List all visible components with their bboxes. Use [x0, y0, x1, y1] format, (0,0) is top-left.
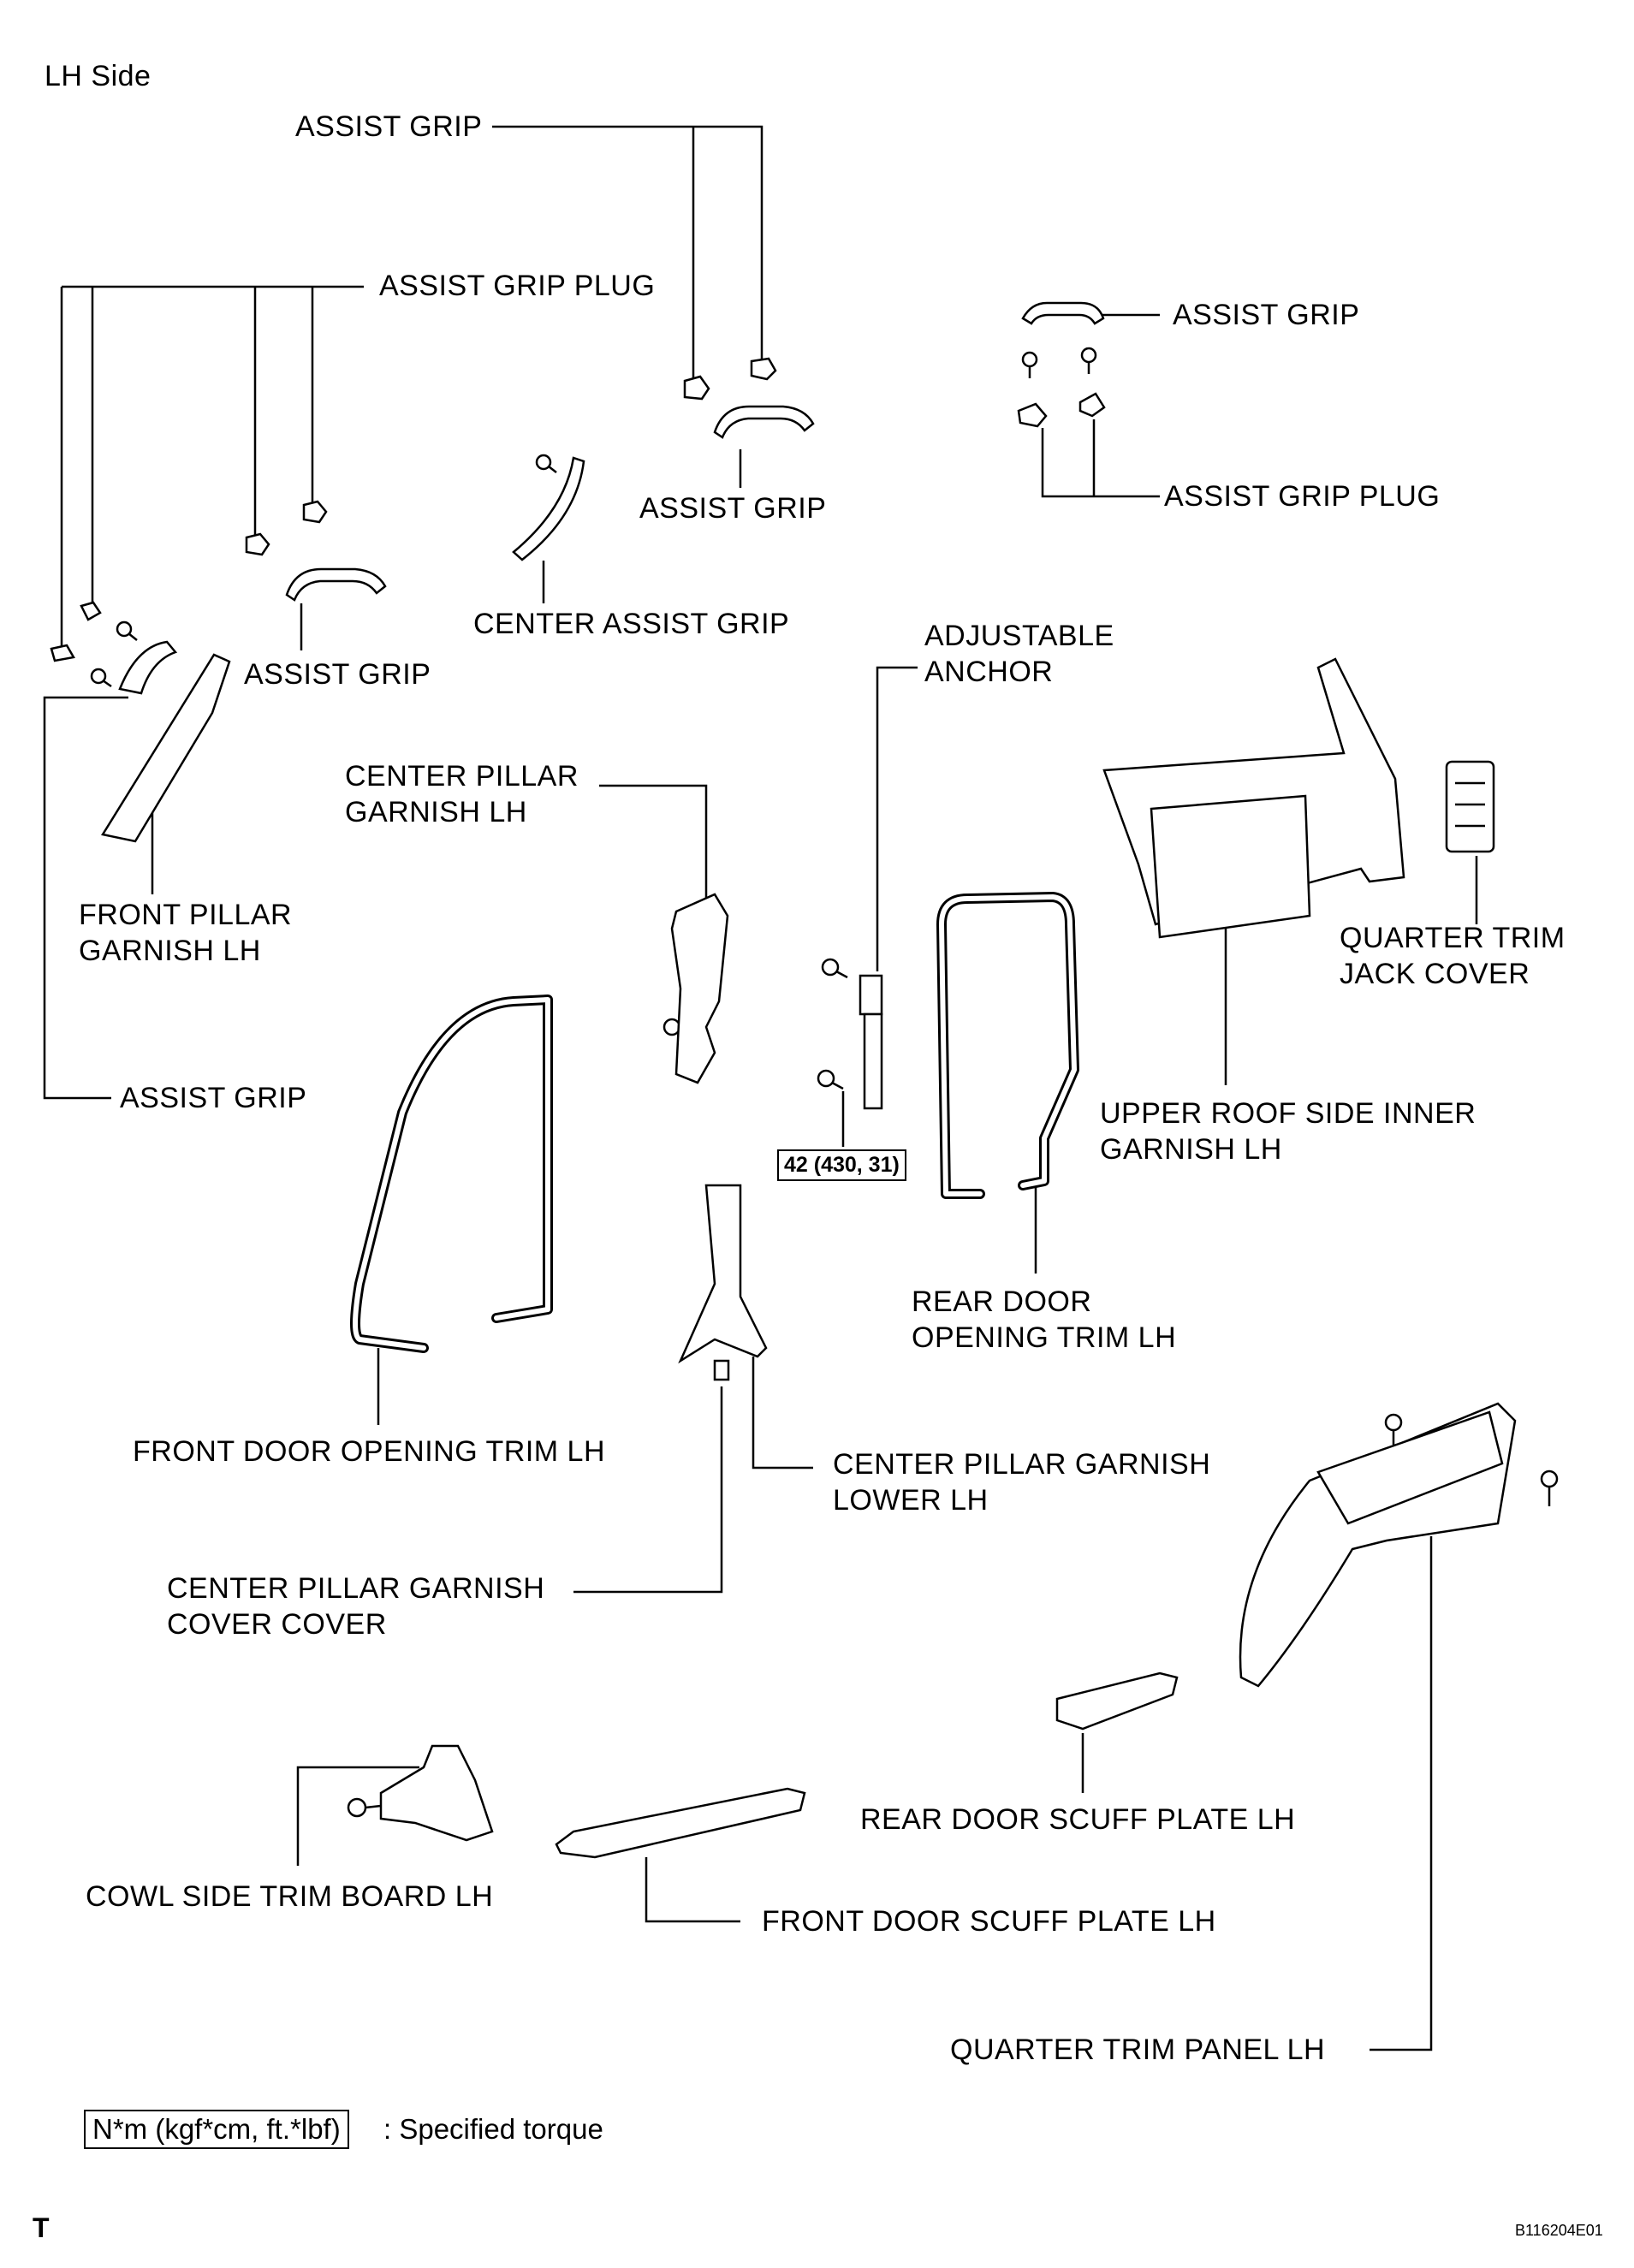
front-door-opening-trim-shape [350, 994, 553, 1353]
adjustable-anchor-shape [859, 974, 883, 1110]
upper-roof-side-inner-garnish-shape [1102, 657, 1405, 939]
label-assist-grip-left: ASSIST GRIP [244, 658, 431, 691]
label-assist-grip-right: ASSIST GRIP [1173, 299, 1360, 331]
label-quarter-trim-panel: QUARTER TRIM PANEL LH [950, 2033, 1326, 2066]
label-front-door-scuff-plate: FRONT DOOR SCUFF PLATE LH [762, 1905, 1216, 1938]
label-assist-grip-plug-top: ASSIST GRIP PLUG [379, 270, 656, 302]
label-quarter-trim-jack-cover-2: JACK COVER [1340, 958, 1530, 990]
assist-grip-shapes [118, 301, 1105, 695]
cowl-side-trim-board-shape [379, 1744, 494, 1842]
label-rear-door-opening-trim-2: OPENING TRIM LH [912, 1321, 1177, 1354]
label-upper-roof-side-inner-garnish-2: GARNISH LH [1100, 1133, 1282, 1166]
center-pillar-garnish-shape [670, 893, 729, 1084]
label-center-pillar-garnish-lower-1: CENTER PILLAR GARNISH [833, 1448, 1211, 1481]
label-assist-grip-bottom: ASSIST GRIP [120, 1082, 307, 1114]
label-rear-door-scuff-plate: REAR DOOR SCUFF PLATE LH [860, 1803, 1296, 1836]
quarter-trim-panel-shape [1239, 1402, 1517, 1688]
rear-door-scuff-plate-shape [1055, 1671, 1179, 1731]
front-door-scuff-plate-shape [555, 1787, 806, 1859]
label-center-pillar-garnish-lower-2: LOWER LH [833, 1484, 989, 1517]
label-front-door-opening-trim: FRONT DOOR OPENING TRIM LH [133, 1435, 606, 1468]
label-cowl-side-trim-board: COWL SIDE TRIM BOARD LH [86, 1880, 494, 1913]
label-adjustable-anchor-2: ANCHOR [924, 656, 1054, 688]
label-adjustable-anchor-1: ADJUSTABLE [924, 620, 1114, 652]
center-pillar-garnish-lower-shape [678, 1184, 768, 1364]
label-assist-grip-plug-right: ASSIST GRIP PLUG [1164, 480, 1441, 513]
label-front-pillar-garnish-2: GARNISH LH [79, 935, 261, 967]
figure-code: B116204E01 [1515, 2222, 1603, 2239]
legend-torque-units-box: N*m (kgf*cm, ft.*lbf) [84, 2110, 349, 2149]
label-assist-grip-mid: ASSIST GRIP [639, 492, 827, 525]
label-assist-grip-top: ASSIST GRIP [295, 110, 483, 143]
label-upper-roof-side-inner-garnish-1: UPPER ROOF SIDE INNER [1100, 1097, 1477, 1130]
label-center-pillar-garnish-cover-1: CENTER PILLAR GARNISH [167, 1572, 545, 1605]
label-rear-door-opening-trim-1: REAR DOOR [912, 1285, 1092, 1318]
label-center-pillar-garnish-2: GARNISH LH [345, 796, 527, 828]
leader-lines [43, 125, 1478, 2051]
legend-torque-text: : Specified torque [383, 2113, 603, 2145]
label-center-pillar-garnish-cover-2: COVER COVER [167, 1608, 387, 1641]
side-label: LH Side [45, 60, 152, 92]
rear-door-opening-trim-shape [936, 892, 1079, 1199]
label-center-assist-grip: CENTER ASSIST GRIP [473, 608, 790, 640]
label-center-pillar-garnish-1: CENTER PILLAR [345, 760, 579, 793]
assist-grip-plug-parts [50, 357, 1106, 662]
front-pillar-garnish-shape [100, 653, 231, 843]
torque-spec-anchor-bolt: 42 (430, 31) [777, 1149, 906, 1181]
quarter-trim-jack-cover-shape [1445, 760, 1495, 853]
corner-mark: T [33, 2212, 50, 2243]
label-front-pillar-garnish-1: FRONT PILLAR [79, 899, 293, 931]
label-quarter-trim-jack-cover-1: QUARTER TRIM [1340, 922, 1566, 954]
screws [90, 347, 1559, 1818]
